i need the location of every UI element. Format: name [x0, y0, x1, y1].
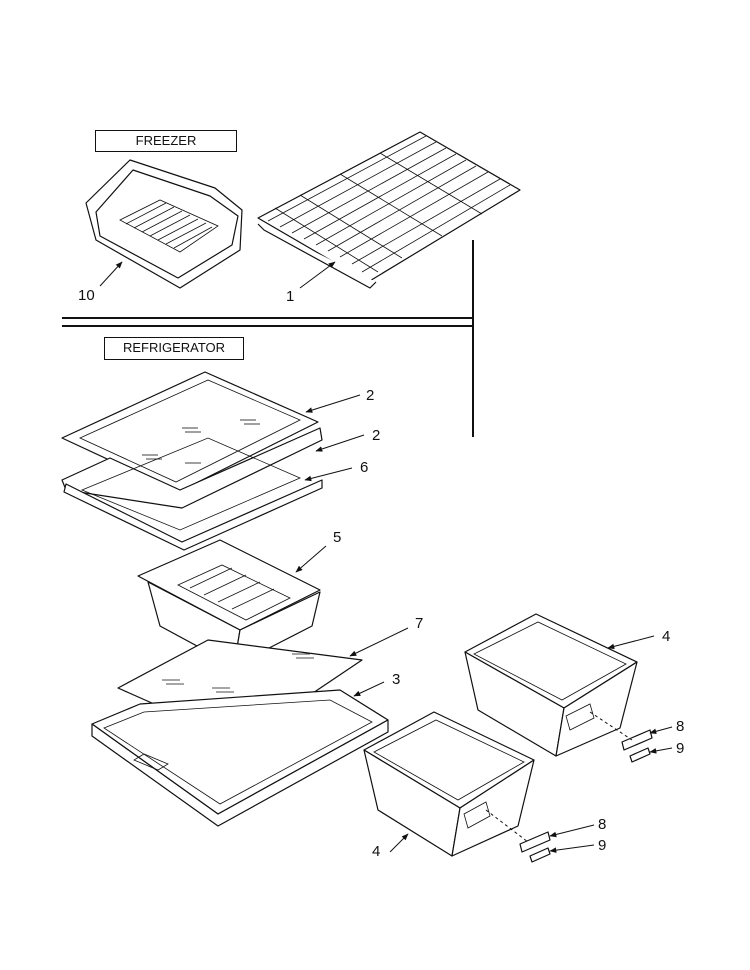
callout-10: 10 [78, 287, 95, 304]
part-slide-upper [621, 729, 653, 751]
callout-8-upper: 8 [676, 718, 684, 735]
part-crisper-frame [91, 689, 389, 827]
part-freezer-basket [85, 159, 243, 289]
callout-5: 5 [333, 529, 341, 546]
leader-7 [349, 627, 409, 657]
guide-lower-drawer [485, 809, 529, 843]
callout-6: 6 [360, 459, 368, 476]
leader-2a [305, 394, 361, 413]
callout-3: 3 [392, 671, 400, 688]
freezer-section-label: FREEZER [95, 130, 237, 152]
leader-9a [649, 747, 673, 754]
leader-3 [353, 681, 385, 697]
part-freezer-wire-shelf [257, 131, 521, 289]
callout-4-lower: 4 [372, 843, 380, 860]
part-glass-shelf-upper [61, 371, 319, 493]
callout-9-lower: 9 [598, 837, 606, 854]
guide-upper-drawer [589, 711, 633, 741]
callout-8-lower: 8 [598, 816, 606, 833]
part-clip-upper [629, 747, 651, 763]
callout-9-upper: 9 [676, 740, 684, 757]
part-crisper-drawer-upper [464, 613, 638, 757]
callout-7: 7 [415, 615, 423, 632]
leader-2b [315, 434, 365, 452]
leader-6 [304, 467, 353, 482]
part-crisper-drawer-lower [363, 711, 535, 857]
leader-5 [295, 545, 327, 573]
leader-4a [607, 635, 655, 650]
callout-1: 1 [286, 288, 294, 305]
refrigerator-section-label: REFRIGERATOR [104, 337, 244, 360]
callout-2-lower: 2 [372, 427, 380, 444]
leader-1 [299, 261, 336, 289]
callout-2-upper: 2 [366, 387, 374, 404]
leader-8a [649, 726, 673, 735]
leader-10 [99, 261, 123, 287]
part-slide-lower [519, 831, 551, 853]
part-clip-lower [529, 847, 551, 863]
leader-9b [549, 844, 595, 853]
leader-8b [549, 824, 595, 838]
part-glass-shelf-lower [61, 427, 323, 551]
callout-4-upper: 4 [662, 628, 670, 645]
leader-4b [389, 833, 409, 853]
